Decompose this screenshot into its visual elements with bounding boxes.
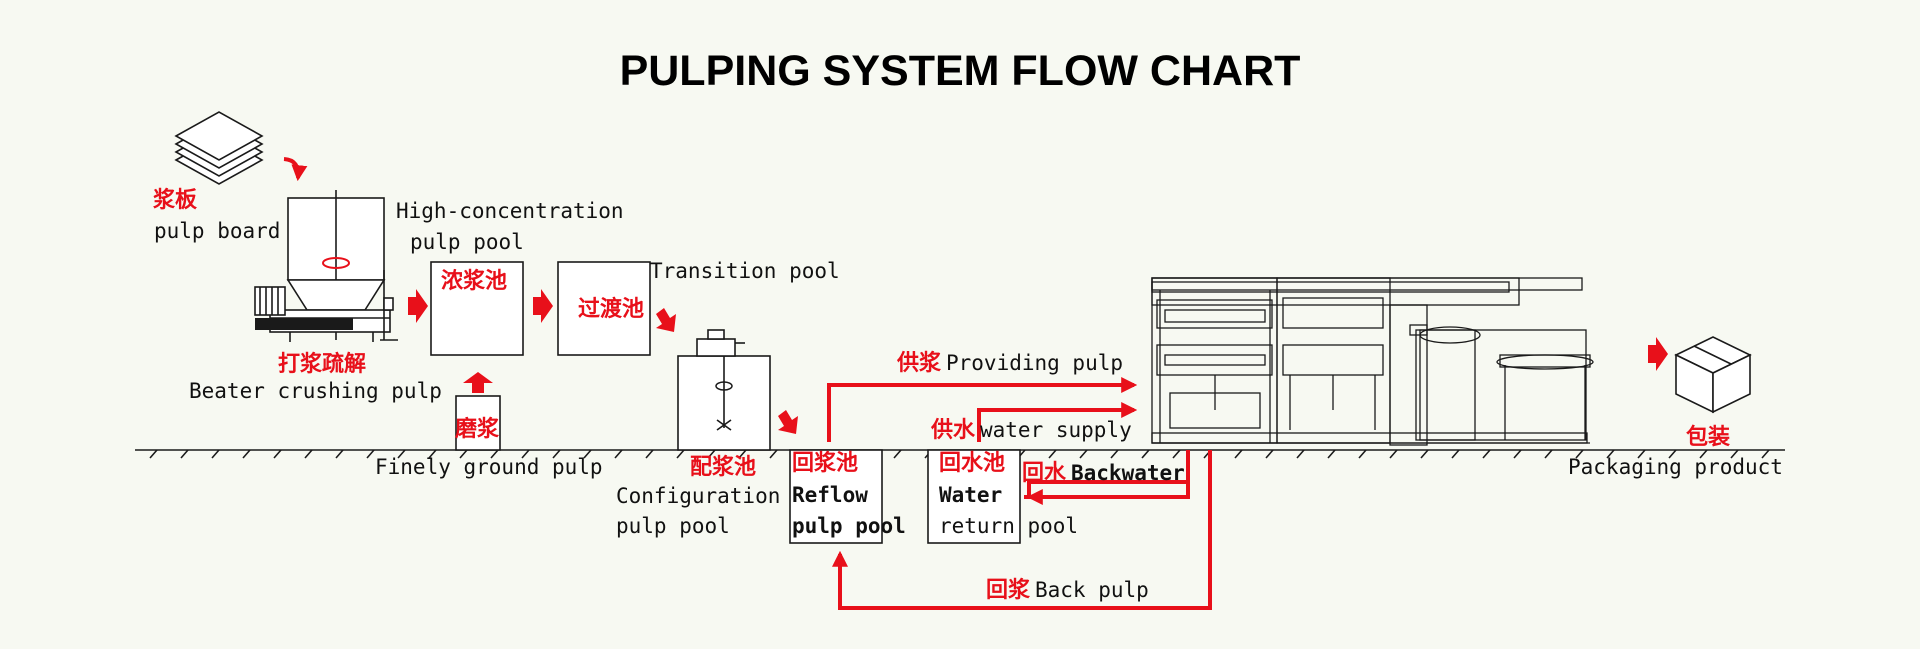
water-supply-cn-label: 供水 [930,417,976,443]
config-pool-tank [677,329,771,451]
ground-hatch-mark [273,449,282,459]
ground-hatch-mark [1575,449,1584,459]
ground-hatch-mark [1730,449,1739,459]
ground-hatch-mark [1482,449,1491,459]
ground-hatch-mark [1389,449,1398,459]
ground-hatch-mark [428,449,437,459]
ground-hatch-mark [1606,449,1615,459]
config-pool-label-line2: pulp pool [616,514,730,538]
transition-pool-label: Transition pool [650,259,840,283]
backwater-cn-label: 回水 [1022,461,1067,486]
reflow-pool-label-line2: pulp pool [792,514,906,538]
hc-pool-cn-label: 浓浆池 [441,268,507,294]
ground-hatch-mark [1637,449,1646,459]
ground-hatch-mark [211,449,220,459]
packaging-label: Packaging product [1568,455,1783,479]
ground-hatch-mark [738,449,747,459]
grind-label: Finely ground pulp [375,455,603,479]
water-return-label-line2: return pool [939,514,1078,538]
ground-hatch-mark [1451,449,1460,459]
ground-hatch-mark [676,449,685,459]
flow-arrow-icon [1648,337,1668,371]
ground-hatch-mark [149,449,158,459]
curved-arrow-icon [283,157,308,182]
backwater-arrow [1026,482,1190,505]
ground-hatch-mark [1668,449,1677,459]
flow-arrow-icon [778,410,798,434]
ground-hatch-mark [304,449,313,459]
ground-hatch-mark [459,449,468,459]
reflow-pool-cn-label: 回浆池 [792,450,858,476]
pulp-board-stack-icon [174,111,264,185]
forming-machine-icon [1151,277,1594,446]
ground-hatch-mark [645,449,654,459]
water-return-label-line1: Water [939,483,1002,507]
ground-hatch-mark [180,449,189,459]
pulp-board-label: pulp board [154,219,280,243]
ground-hatch-mark [552,449,561,459]
ground-hatch-mark [707,449,716,459]
package-box-icon [1674,336,1752,414]
ground-hatch-mark [1079,449,1088,459]
backwater-label: Backwater [1071,461,1185,485]
ground-hatch-mark [1141,449,1150,459]
ground-hatch-mark [1172,449,1181,459]
reflow-pool-label-line1: Reflow [792,483,868,507]
transition-pool-box [557,261,651,356]
back-pulp-cn-label: 回浆 [986,577,1031,603]
ground-hatch-mark [1513,449,1522,459]
packaging-cn-label: 包装 [1686,424,1730,450]
ground-hatch-mark [1296,449,1305,459]
beater-machine-icon [254,190,398,342]
ground-hatch-mark [521,449,530,459]
ground-hatch-mark [1327,449,1336,459]
providing-pulp-label: Providing pulp [946,351,1123,375]
beater-cn-label: 打浆疏解 [278,351,366,377]
ground-hatch-mark [769,449,778,459]
water-return-pool-box [927,449,1021,544]
providing-pulp-line [827,377,1138,442]
ground-hatch-mark [366,449,375,459]
water-supply-label: water supply [980,418,1132,442]
ground-hatch-mark [1110,449,1119,459]
pulp-board-cn-label: 浆板 [153,187,198,213]
ground-hatch-mark [242,449,251,459]
back-pulp-label: Back pulp [1035,578,1149,602]
beater-label: Beater crushing pulp [189,379,442,403]
flow-arrow-icon [656,308,676,332]
ground-hatch-mark [614,449,623,459]
ground-hatch-mark [1544,449,1553,459]
ground-hatch-mark [1699,449,1708,459]
ground-hatch-mark [397,449,406,459]
flow-arrow-icon [408,289,428,323]
grind-box [455,395,501,451]
ground-hatch-mark [1358,449,1367,459]
ground-hatch-mark [1761,449,1770,459]
reflow-pool-box [789,449,883,544]
page-title: PULPING SYSTEM FLOW CHART [620,47,1301,95]
up-arrow-icon [463,372,493,393]
grind-cn-label: 磨浆 [455,416,500,442]
ground-hatch-mark [1048,449,1057,459]
ground-hatch-mark [1265,449,1274,459]
back-pulp-line [832,450,1212,610]
ground-hatch-mark [335,449,344,459]
water-return-cn-label: 回水池 [939,451,1005,476]
providing-pulp-cn-label: 供浆 [896,350,942,376]
config-pool-cn-label: 配浆池 [690,454,756,480]
ground-hatch-mark [490,449,499,459]
ground-hatch-mark [893,449,902,459]
transition-pool-cn-label: 过渡池 [578,296,644,322]
flow-arrow-icon [533,289,553,323]
config-pool-label-line1: Configuration [616,484,780,508]
ground-hatch-mark [1234,449,1243,459]
water-supply-line [977,402,1138,442]
hc-pool-box [430,261,524,356]
hc-pool-label-line2: pulp pool [410,230,524,254]
ground-hatch-mark [1420,449,1429,459]
hc-pool-label-line1: High-concentration [396,199,624,223]
ground-hatch-mark [583,449,592,459]
